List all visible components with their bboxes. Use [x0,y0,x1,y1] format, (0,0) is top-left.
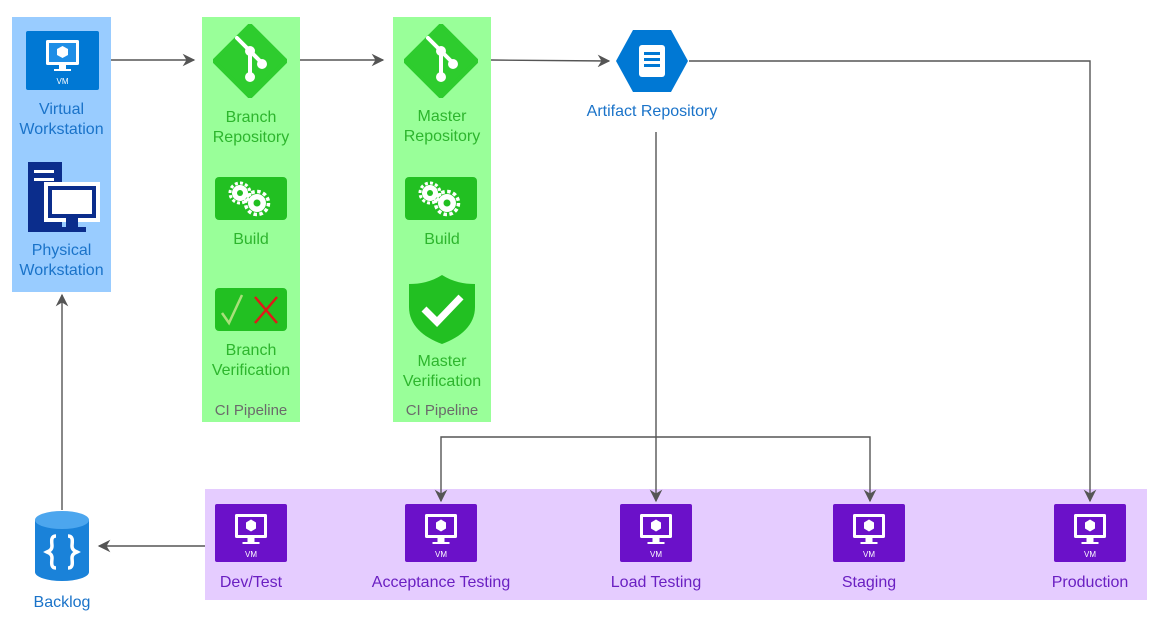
svg-text:VM: VM [1084,550,1096,559]
production-vm-icon: VM [1054,504,1126,562]
virtual-workstation-label: Virtual Workstation [19,101,104,138]
master-build-label: Build [424,231,460,248]
branch-verification-icon [215,288,287,331]
svg-text:VM: VM [650,550,662,559]
acceptance-testing-label: Acceptance Testing [371,574,511,591]
master-verification-shield-icon [407,273,477,345]
master-verification-label: Master Verification [402,353,482,390]
physical-workstation-icon [26,162,102,234]
master-build-gears-icon [405,177,477,220]
master-repository-label: Master Repository [403,108,481,145]
master-ci-pipeline-label: CI Pipeline [405,402,479,419]
svg-text:VM: VM [245,550,257,559]
physical-workstation-label: Physical Workstation [19,242,104,279]
vm-badge: VM [57,77,69,86]
acceptance-testing-vm-icon: VM [405,504,477,562]
virtual-workstation-icon: VM [26,31,99,90]
devtest-label: Dev/Test [219,574,283,591]
svg-text:VM: VM [863,550,875,559]
artifact-repository-label: Artifact Repository [586,103,718,120]
branch-repository-label: Branch Repository [212,109,290,146]
arrow-to-staging [656,436,877,503]
staging-vm-icon: VM [833,504,905,562]
arrow-artifact-to-production [689,60,1097,503]
production-label: Production [1051,574,1129,591]
backlog-database-icon [34,510,90,582]
svg-text:VM: VM [435,550,447,559]
branch-build-label: Build [233,231,269,248]
branch-build-gears-icon [215,177,287,220]
artifact-repository-icon [615,29,689,93]
load-testing-label: Load Testing [610,574,702,591]
arrow-to-acceptance-testing [434,436,656,503]
devtest-vm-icon: VM [215,504,287,562]
branch-ci-pipeline-label: CI Pipeline [214,402,288,419]
arrow-master-to-artifact [490,54,611,68]
backlog-label: Backlog [33,594,91,611]
load-testing-vm-icon: VM [620,504,692,562]
branch-git-icon [213,24,287,98]
branch-verification-label: Branch Verification [211,342,291,379]
staging-label: Staging [841,574,897,591]
master-git-icon [404,24,478,98]
